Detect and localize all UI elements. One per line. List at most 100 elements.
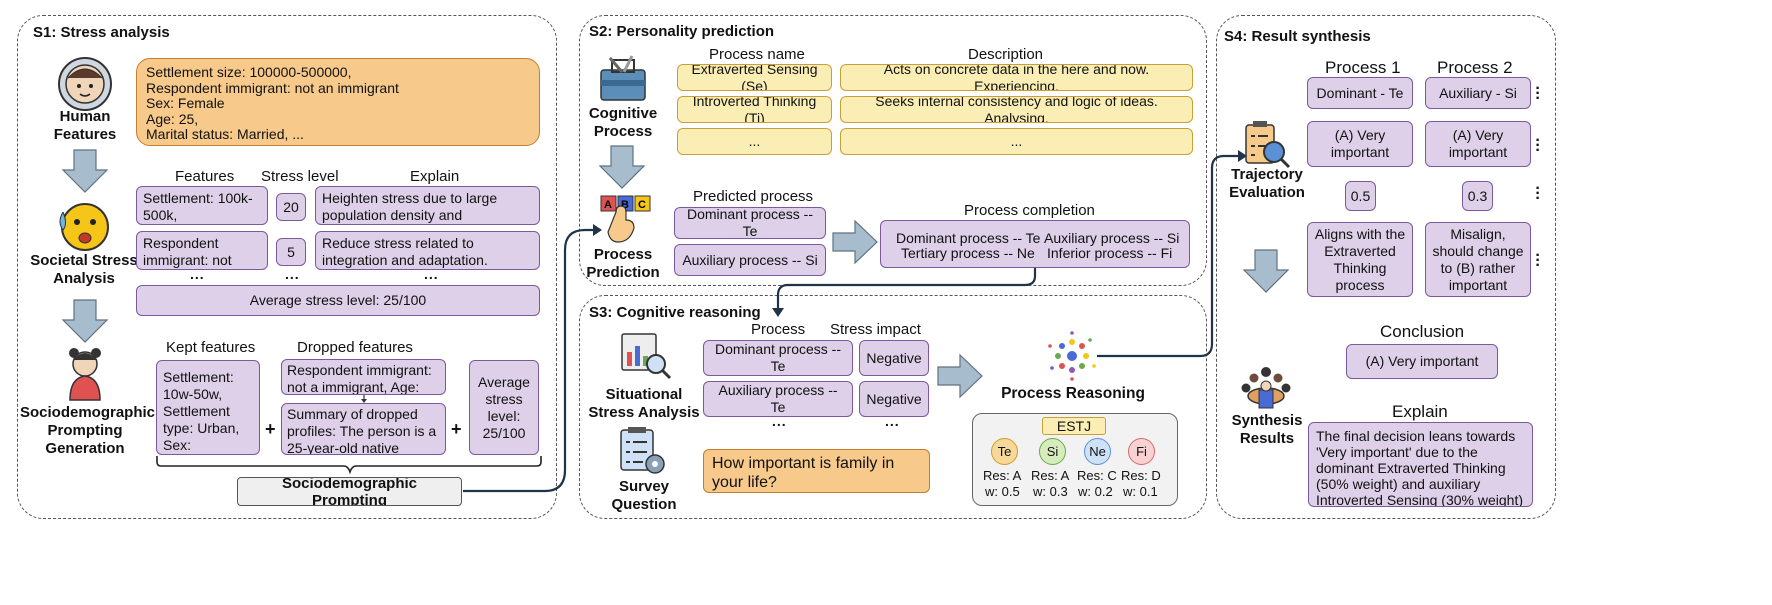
down-arrow-s2	[598, 145, 646, 189]
p1-answer: (A) Very important	[1307, 121, 1413, 167]
completion-item: Auxiliary process -- Si	[1044, 230, 1180, 246]
explain-header-s4: Explain	[1392, 402, 1448, 421]
synthesis-results-label: Synthesis Results	[1231, 412, 1303, 447]
function-weight: w: 0.1	[1123, 484, 1158, 499]
s2-title: S2: Personality prediction	[589, 23, 775, 40]
connector-s3-to-s4	[1097, 154, 1238, 358]
profile-line: Age: 25,	[146, 110, 199, 127]
average-stress-small-box: Average stress level: 25/100	[469, 360, 539, 455]
ellipsis: ...	[285, 266, 300, 282]
stress-level-cell: 5	[276, 238, 306, 266]
survey-question-label: Survey Question	[611, 478, 677, 513]
p1-weight: 0.5	[1345, 181, 1376, 211]
profile-line: Settlement size: 100000-500000,	[146, 64, 352, 80]
function-weight: w: 0.2	[1078, 484, 1113, 499]
explain-cell: Heighten stress due to large population …	[315, 186, 540, 225]
type-badge: ESTJ	[1042, 417, 1106, 435]
profile-line: Marital status: Married, ...	[146, 126, 304, 142]
process-name-cell: Extraverted Sensing (Se)	[677, 64, 832, 91]
svg-text:A: A	[604, 199, 612, 211]
function-result: Res: C	[1077, 468, 1117, 483]
svg-text:C: C	[638, 199, 646, 211]
plus-sign: +	[265, 419, 276, 439]
conclusion-box: (A) Very important	[1346, 344, 1498, 379]
function-circle: Te	[991, 438, 1018, 465]
p1-role: Dominant - Te	[1307, 77, 1413, 109]
stress-impact-header: Stress impact	[830, 321, 921, 338]
s3-process-cell: Auxiliary process -- Te	[703, 381, 853, 417]
function-circle: Fi	[1128, 438, 1155, 465]
predicted-process-cell: Auxiliary process -- Si	[674, 244, 826, 276]
situational-stress-label: Situational Stress Analysis	[588, 386, 700, 421]
human-features-label: Human Features	[53, 108, 117, 143]
s4-panel	[1216, 15, 1556, 519]
explain-box: The final decision leans towards 'Very i…	[1308, 422, 1533, 507]
kept-features-box: Settlement: 10w-50w, Settlement type: Ur…	[156, 360, 260, 455]
sociodemographic-prompting-box: Sociodemographic Prompting	[237, 477, 462, 506]
feature-cell: Respondent immigrant: not	[136, 231, 268, 270]
svg-text:B: B	[621, 199, 629, 211]
function-weight: w: 0.5	[985, 484, 1020, 499]
process-desc-cell: Seeks internal consistency and logic of …	[840, 96, 1193, 123]
s3-impact-cell: Negative	[859, 340, 929, 376]
more-icon: ···	[1535, 247, 1541, 274]
description-header: Description	[968, 46, 1044, 63]
feature-cell: Settlement: 100k-500k,	[136, 186, 268, 225]
kept-features-header: Kept features	[166, 339, 256, 356]
features-header: Features	[175, 168, 235, 185]
explain-cell: Reduce stress related to integration and…	[315, 231, 540, 270]
process-name-cell: Introverted Thinking (Ti)	[677, 96, 832, 123]
function-circle: Ne	[1084, 438, 1111, 465]
profile-line: Sex: Female	[146, 95, 225, 111]
process-completion-box: Dominant process -- Te Auxiliary process…	[880, 220, 1190, 268]
trajectory-evaluation-label: Trajectory Evaluation	[1229, 166, 1305, 201]
function-circle: Si	[1039, 438, 1066, 465]
function-result: Res: A	[1031, 468, 1070, 483]
right-arrow-s3	[937, 353, 983, 399]
more-icon: ···	[1535, 80, 1541, 107]
connector-s1-to-s2	[463, 228, 593, 493]
process-name-header: Process name	[709, 46, 805, 63]
cognitive-process-label: Cognitive Process	[588, 105, 658, 140]
conclusion-header: Conclusion	[1380, 322, 1465, 341]
s3-panel	[579, 295, 1207, 519]
completion-item: Tertiary process -- Ne	[901, 245, 1035, 261]
predicted-process-header: Predicted process	[693, 188, 814, 205]
s3-impact-cell: Negative	[859, 381, 929, 417]
dropped-features-box: Respondent immigrant: not a immigrant, A…	[281, 359, 446, 395]
explain-header: Explain	[410, 168, 460, 185]
down-arrow-s1-b	[61, 299, 109, 343]
process-1-header: Process 1	[1325, 58, 1401, 77]
function-weight: w: 0.3	[1033, 484, 1068, 499]
ellipsis: ...	[885, 413, 900, 429]
profile-line: Respondent immigrant: not an immigrant	[146, 79, 399, 96]
ellipsis: ...	[190, 266, 205, 282]
plus-sign: +	[451, 419, 462, 439]
stress-level-header: Stress level	[261, 168, 339, 185]
down-arrow-s4	[1242, 249, 1290, 293]
function-result: Res: A	[983, 468, 1022, 483]
function-result: Res: D	[1121, 468, 1161, 483]
societal-stress-label: Societal Stress Analysis	[30, 252, 138, 287]
summary-dropped-box: Summary of dropped profiles: The person …	[281, 403, 446, 455]
p2-weight: 0.3	[1462, 181, 1493, 211]
p2-note: Misalign, should change to (B) rather im…	[1425, 222, 1531, 297]
brace	[156, 456, 542, 475]
p1-note: Aligns with the Extraverted Thinking pro…	[1307, 222, 1413, 297]
average-stress-box: Average stress level: 25/100	[136, 285, 540, 316]
dropped-features-header: Dropped features	[297, 339, 413, 356]
completion-item: Inferior process -- Fi	[1047, 245, 1173, 261]
s3-title: S3: Cognitive reasoning	[589, 304, 761, 321]
process-reasoning-label: Process Reasoning	[1001, 385, 1145, 402]
process-2-header: Process 2	[1437, 58, 1513, 77]
